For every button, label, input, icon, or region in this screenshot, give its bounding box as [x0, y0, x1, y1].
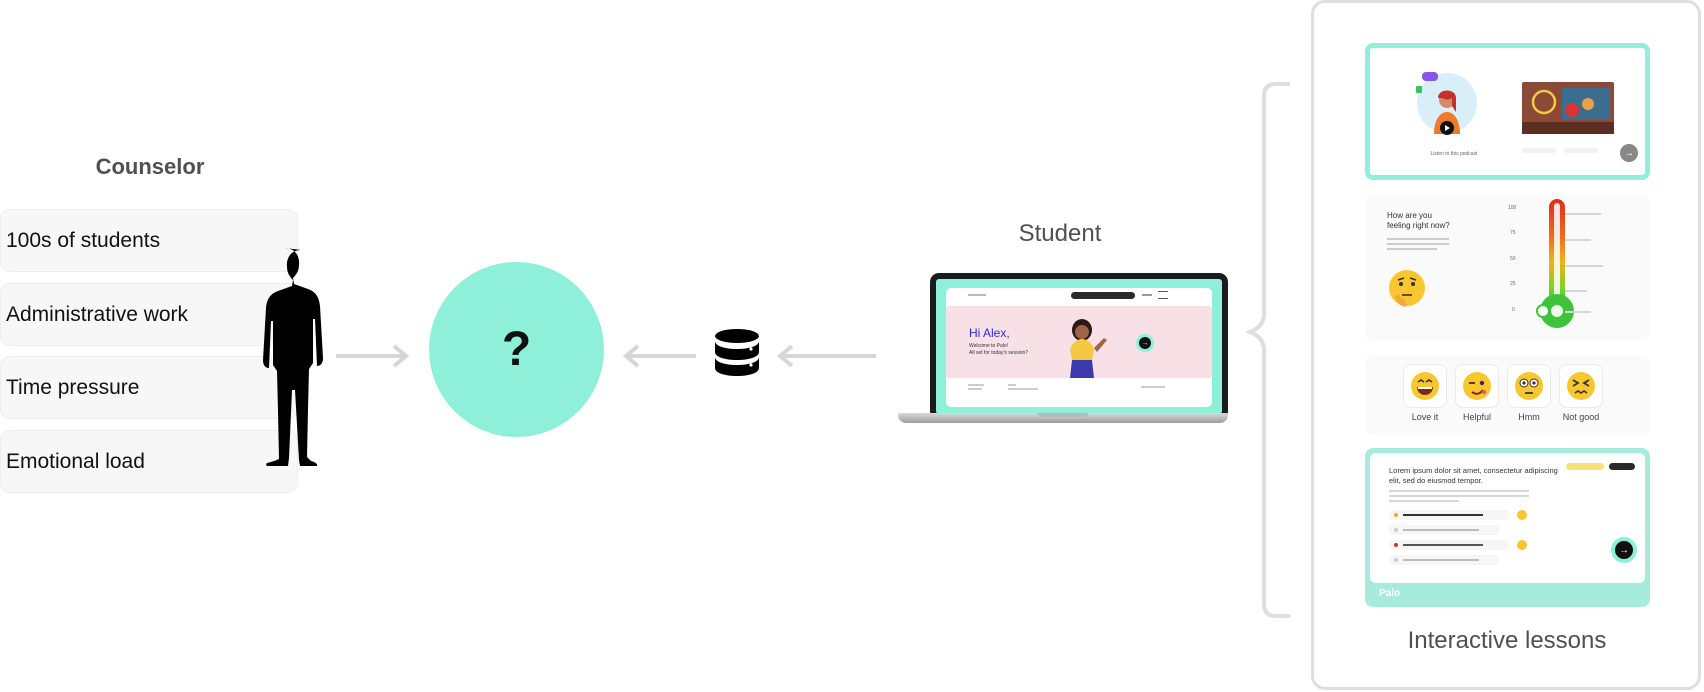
reaction-label: Not good: [1551, 412, 1611, 422]
student-illustration-icon: [1058, 316, 1118, 378]
lesson-card-reactions[interactable]: Love it Helpful Hmm Not good: [1365, 356, 1650, 435]
scale-label: [1565, 239, 1591, 241]
grinning-face-icon[interactable]: [1403, 364, 1447, 408]
lesson-card-media[interactable]: Listen to this podcast →: [1365, 43, 1650, 180]
lesson-card-quiz[interactable]: Lorem ipsum dolor sit amet, consectetur …: [1365, 448, 1650, 607]
thinking-face-icon: [1387, 268, 1427, 310]
burden-label: Time pressure: [6, 376, 139, 400]
student-app-screen: Hi Alex, Welcome to Palo! All set for to…: [946, 288, 1212, 407]
scale-tick: 25: [1510, 281, 1516, 287]
podcast-caption: Listen to this podcast: [1414, 151, 1494, 157]
question-mark: ?: [502, 322, 531, 377]
greeting: Hi Alex,: [969, 326, 1010, 340]
scale-tick: 50: [1510, 256, 1516, 262]
tag-badge: [1566, 463, 1604, 470]
bracket-icon: [1246, 82, 1296, 618]
laptop-display: Hi Alex, Welcome to Palo! All set for to…: [936, 279, 1222, 414]
scale-label: [1565, 311, 1591, 313]
feeling-question: How are you: [1387, 211, 1432, 220]
arrow-right-icon: [336, 344, 412, 368]
nav-link: [1142, 294, 1152, 296]
footer-text: [1141, 386, 1165, 388]
next-button[interactable]: →: [1615, 541, 1633, 559]
scale-label: [1565, 213, 1601, 215]
quiz-description: [1389, 490, 1529, 492]
instruction-text: [1387, 243, 1449, 245]
scale-label: [1565, 265, 1603, 267]
burden-label: Emotional load: [6, 450, 145, 474]
unknown-solution-circle: ?: [429, 262, 604, 437]
arrow-left-icon: [774, 344, 878, 368]
confounded-face-icon[interactable]: [1559, 364, 1603, 408]
menu-icon: [1158, 291, 1168, 299]
scale-tick: 100: [1508, 205, 1516, 211]
student-title: Student: [960, 220, 1160, 248]
burden-item: Emotional load: [0, 430, 298, 493]
option-pill[interactable]: [1522, 148, 1556, 153]
counselor-title: Counselor: [60, 154, 240, 180]
app-logo: [968, 294, 986, 296]
podcast-illustration-icon: [1414, 70, 1480, 136]
footer-text: [1008, 384, 1016, 386]
reaction-label: Love it: [1395, 412, 1455, 422]
laptop-notch: [1038, 413, 1088, 417]
quiz-heading: Lorem ipsum dolor sit amet, consectetur …: [1389, 466, 1558, 475]
laptop: Hi Alex, Welcome to Palo! All set for to…: [930, 273, 1228, 420]
option-pill[interactable]: [1564, 148, 1598, 153]
feeling-question: feeling right now?: [1387, 221, 1450, 230]
answer-option[interactable]: [1389, 525, 1499, 535]
reaction-label: Helpful: [1447, 412, 1507, 422]
burden-label: Administrative work: [6, 303, 188, 327]
burden-label: 100s of students: [6, 229, 160, 253]
mood-pill: [1071, 292, 1135, 299]
reaction-option[interactable]: Not good: [1559, 364, 1611, 422]
footer-text: [968, 388, 982, 390]
mood-pill: [1609, 463, 1635, 470]
instruction-text: [1387, 248, 1437, 250]
arrow-left-icon: [620, 344, 698, 368]
winking-face-icon[interactable]: [1455, 364, 1499, 408]
emoji-marker-icon: [1517, 540, 1527, 550]
database-icon: [713, 328, 761, 384]
welcome-line: All set for today's session?: [969, 350, 1028, 356]
burden-item: 100s of students: [0, 209, 298, 272]
reaction-label: Hmm: [1499, 412, 1559, 422]
quiz-body: Lorem ipsum dolor sit amet, consectetur …: [1370, 453, 1645, 583]
next-button[interactable]: →: [1139, 337, 1151, 349]
flushed-face-icon[interactable]: [1507, 364, 1551, 408]
hero-banner: Hi Alex, Welcome to Palo! All set for to…: [946, 306, 1212, 378]
lesson-card-thermometer[interactable]: How are you feeling right now? 100 75 50…: [1365, 195, 1650, 340]
emoji-marker-icon: [1517, 510, 1527, 520]
quiz-description: [1389, 495, 1529, 497]
scale-tick: 75: [1510, 230, 1516, 236]
scale-label: [1565, 290, 1587, 292]
counselor-silhouette-icon: [262, 248, 340, 466]
next-button[interactable]: →: [1620, 144, 1638, 162]
burden-item: Administrative work: [0, 283, 298, 346]
video-thumbnail-icon: [1522, 82, 1614, 134]
answer-option[interactable]: [1389, 540, 1509, 550]
lessons-title: Interactive lessons: [1366, 627, 1648, 655]
burden-item: Time pressure: [0, 356, 298, 419]
brand-label: Palo: [1379, 588, 1400, 599]
answer-option[interactable]: [1389, 555, 1499, 565]
quiz-heading: elit, sed do eiusmod tempor.: [1389, 476, 1483, 485]
instruction-text: [1387, 238, 1449, 240]
footer-text: [1008, 388, 1038, 390]
scale-tick: 0: [1512, 307, 1515, 313]
quiz-description: [1389, 500, 1459, 502]
answer-option[interactable]: [1389, 510, 1509, 520]
welcome-line: Welcome to Palo!: [969, 343, 1008, 349]
footer-text: [968, 384, 984, 386]
